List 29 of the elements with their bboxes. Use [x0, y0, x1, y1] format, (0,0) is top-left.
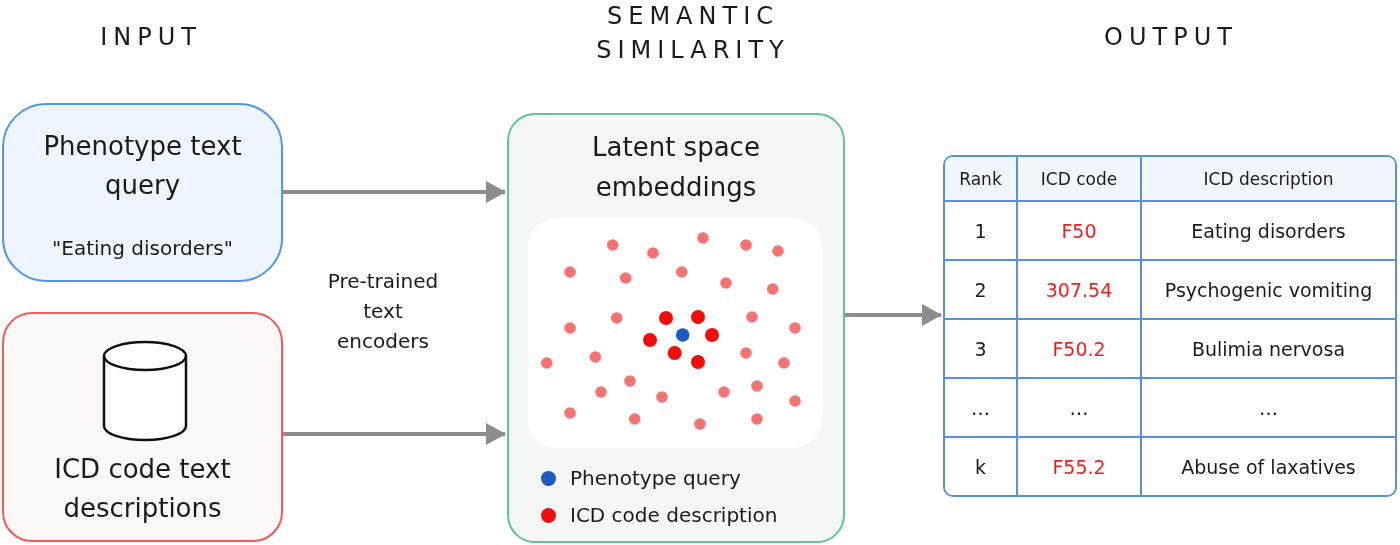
table-cell: F50.2 — [1018, 320, 1142, 379]
query-box — [2, 103, 283, 282]
table-cell: 307.54 — [1018, 261, 1142, 320]
node-title: Latent space embeddings — [591, 131, 761, 204]
results-table — [943, 155, 1397, 497]
section-heading: SEMANTIC SIMILARITY — [595, 1, 791, 66]
node-title: Phenotype text query — [42, 130, 243, 202]
section-heading: OUTPUT — [1103, 22, 1238, 53]
legend-text: Phenotype query — [570, 466, 741, 490]
table-cell: 2 — [945, 261, 1018, 320]
database-box — [2, 312, 283, 542]
table-cell: k — [945, 438, 1018, 495]
column-header: ICD description — [1142, 157, 1395, 202]
table-cell: 1 — [945, 202, 1018, 261]
arrow — [283, 181, 506, 203]
section-heading: INPUT — [99, 22, 202, 53]
node-title: ICD code text descriptions — [53, 453, 232, 525]
arrow — [283, 423, 506, 445]
latent-space-box — [507, 113, 845, 543]
table-cell: 3 — [945, 320, 1018, 379]
legend-text: ICD code description — [570, 503, 778, 527]
arrow — [845, 304, 942, 326]
annotation-text: Pre-trained text encoders — [326, 268, 440, 355]
column-header: Rank — [945, 157, 1018, 202]
example-query-text: "Eating disorders" — [52, 235, 233, 262]
table-cell: F50 — [1018, 202, 1142, 261]
table-cell: … — [1018, 379, 1142, 438]
table-cell: … — [945, 379, 1018, 438]
column-header: ICD code — [1018, 157, 1142, 202]
